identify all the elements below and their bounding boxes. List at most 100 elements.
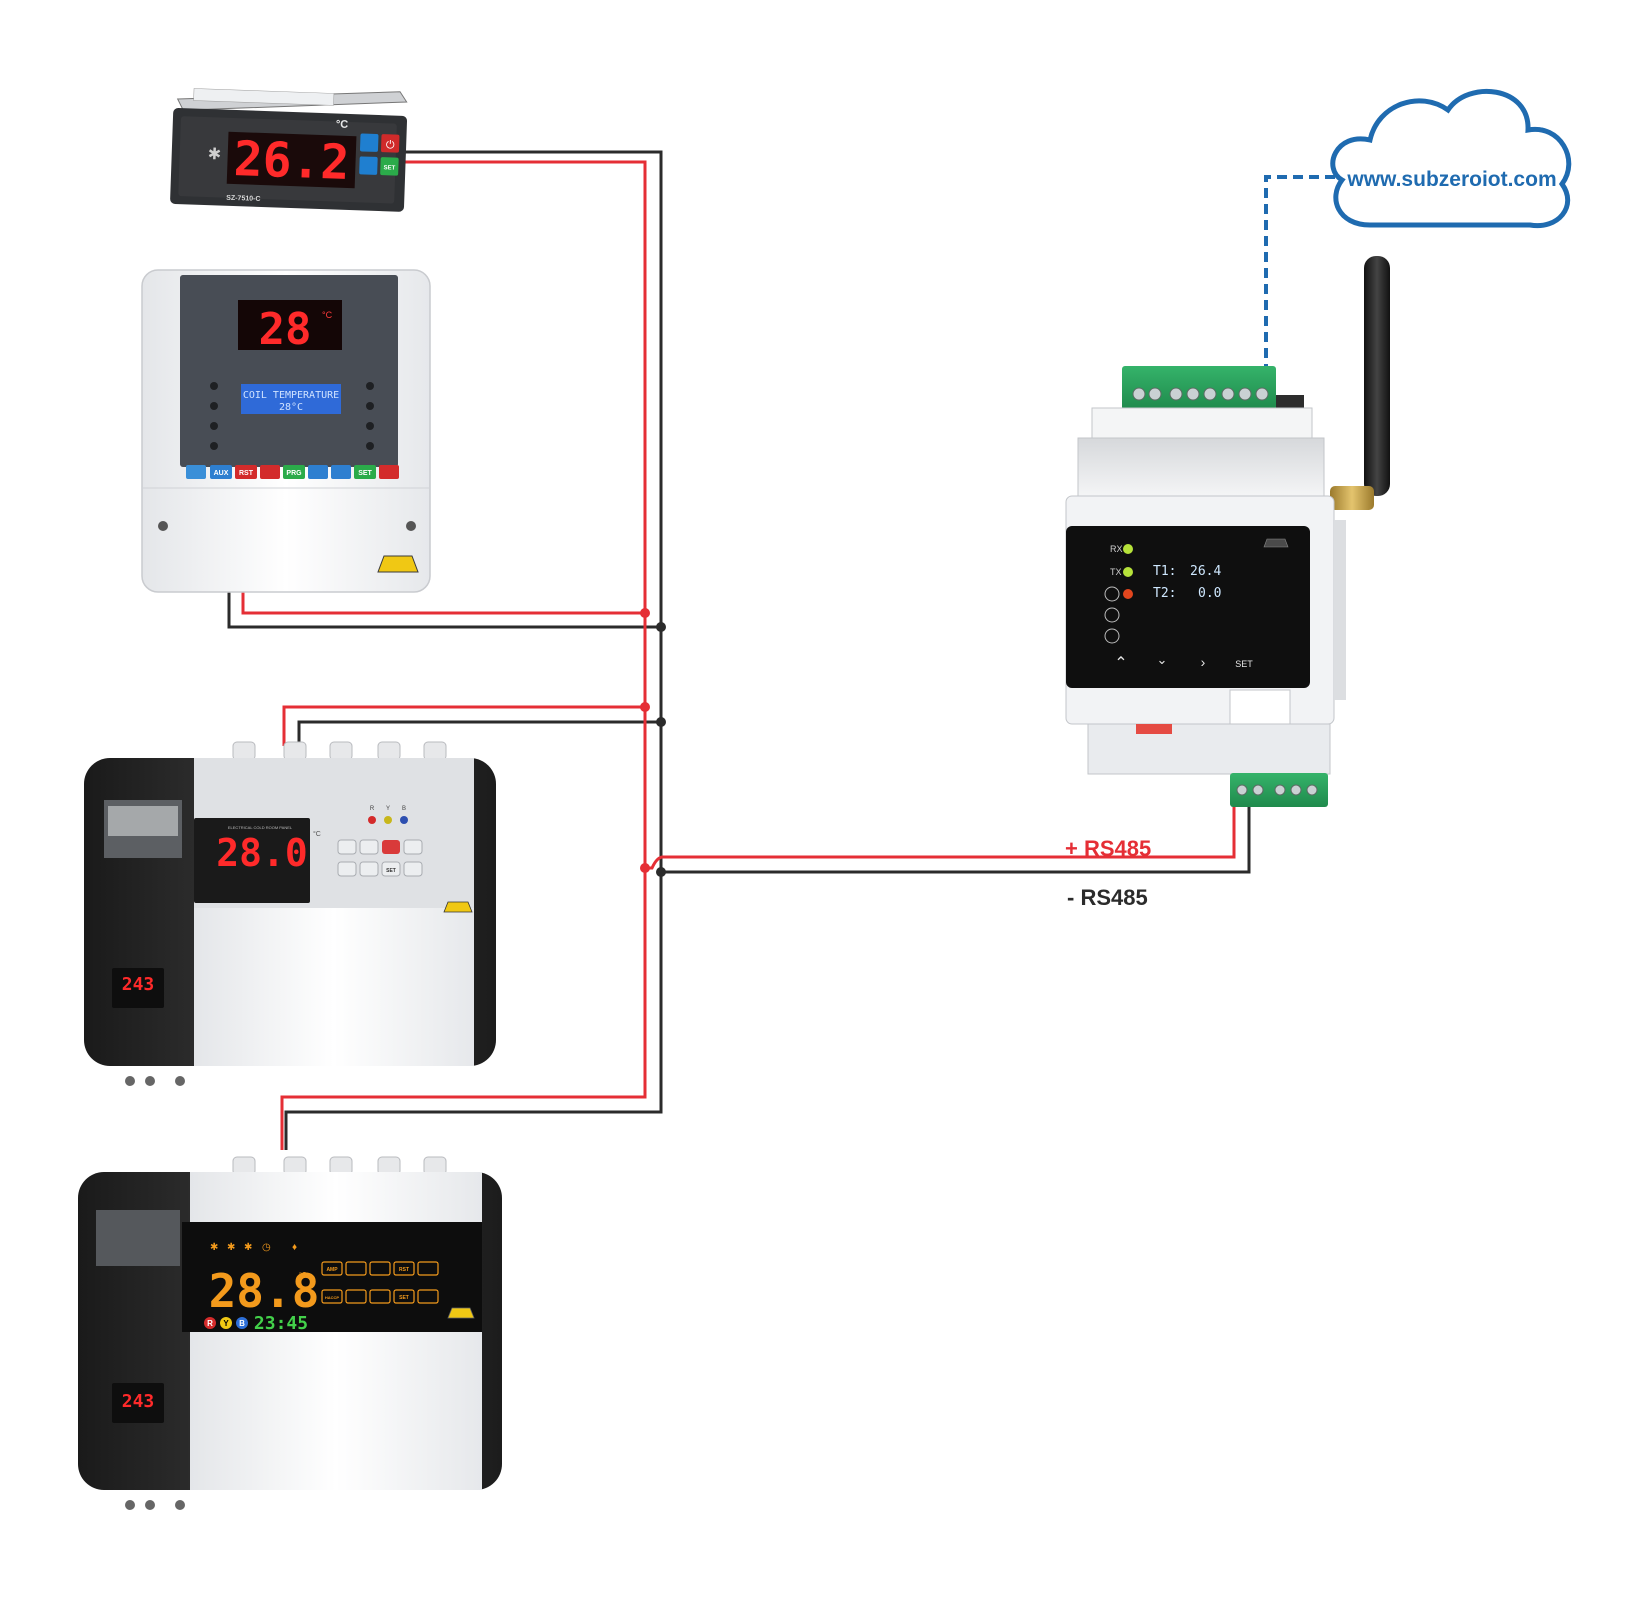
- defrost-button[interactable]: [260, 465, 280, 479]
- antenna-connector: [1330, 486, 1374, 510]
- cloud-icon: [1330, 88, 1572, 229]
- junction-dots: [640, 608, 666, 877]
- phase-b-label: B: [239, 1319, 245, 1328]
- svg-text:Y: Y: [386, 806, 390, 812]
- controller-small-model: SZ-7510-C: [226, 195, 260, 203]
- power-button[interactable]: [379, 465, 399, 479]
- set-button[interactable]: [380, 157, 399, 176]
- panel-grey-header: ELECTRICAL COLD ROOM PANEL: [228, 825, 293, 830]
- power-icon: ⏻: [386, 139, 395, 151]
- down-arrow-icon[interactable]: ⌄: [1157, 652, 1168, 667]
- status-icons: ✱✱✱◷♦: [210, 1242, 297, 1253]
- screw-right: [406, 521, 416, 531]
- settings-icon: [1104, 628, 1120, 644]
- antenna: [1364, 256, 1390, 496]
- svg-text:✱: ✱: [210, 1242, 218, 1253]
- fan-button[interactable]: [403, 839, 423, 855]
- panel-black-display: 28.8: [209, 1264, 320, 1318]
- t1-label: T1:: [1153, 564, 1176, 579]
- defrost-button[interactable]: [337, 861, 357, 877]
- svg-text:B: B: [402, 806, 406, 812]
- negative-rs485-label: - RS485: [1067, 885, 1148, 910]
- panel-black-unit: °C: [299, 1271, 307, 1279]
- cloud-status-led: [1123, 589, 1133, 599]
- cloud[interactable]: www.subzeroiot.com: [1330, 88, 1572, 229]
- panel-black-meter: 243: [122, 1391, 155, 1412]
- t2-label: T2:: [1153, 586, 1176, 601]
- brand-logo: [447, 1307, 475, 1319]
- t2-value: 0.0: [1198, 586, 1221, 601]
- down-button[interactable]: [359, 861, 379, 877]
- panel-grey: ELECTRICAL COLD ROOM PANEL 28.0 °C R Y B…: [84, 741, 496, 1086]
- tx-label: TX: [1110, 567, 1122, 577]
- panel-grey-meter: 243: [122, 974, 155, 995]
- set-button-label: SET: [399, 1295, 409, 1301]
- up-button[interactable]: [359, 133, 379, 152]
- panel-grey-unit: °C: [313, 830, 321, 838]
- controller-wall-unit: °C: [322, 310, 333, 320]
- down-button[interactable]: [369, 1289, 391, 1304]
- power-button[interactable]: [382, 840, 400, 854]
- cloud-link-dashed: [1264, 175, 1336, 390]
- t1-value: 26.4: [1190, 564, 1221, 579]
- negative-wire: [227, 150, 1251, 1150]
- rst-button[interactable]: [393, 1261, 415, 1276]
- bulb-button[interactable]: [403, 861, 423, 877]
- amp-button[interactable]: [321, 1261, 343, 1276]
- rx-led: [1123, 544, 1133, 554]
- down-button[interactable]: [359, 156, 378, 175]
- panel-black-clock: 23:45: [254, 1313, 308, 1334]
- haccp-button[interactable]: [321, 1289, 343, 1304]
- light-button[interactable]: [337, 839, 357, 855]
- fan-button[interactable]: [345, 1289, 367, 1304]
- prg-button[interactable]: [283, 465, 305, 479]
- brand-logo: [443, 901, 473, 913]
- gateway-set-button[interactable]: SET: [1235, 659, 1253, 669]
- gateway-display-panel: [1066, 526, 1310, 688]
- tx-led: [1123, 567, 1133, 577]
- cloud-status-icon: [1104, 586, 1120, 602]
- screw-left: [158, 521, 168, 531]
- rst-button[interactable]: [235, 465, 257, 479]
- phase-r-label: R: [207, 1319, 213, 1328]
- rst-button-label: RST: [399, 1267, 409, 1273]
- set-button[interactable]: [393, 1289, 415, 1304]
- controller-small-display: 26.2: [233, 131, 350, 191]
- svg-text:✱: ✱: [244, 1242, 252, 1253]
- panel-black: ✱✱✱◷♦ 28.8 °C R Y B 23:45 AMP RST HACCP …: [78, 1156, 502, 1510]
- brand-logo: [1263, 538, 1289, 548]
- right-arrow-icon[interactable]: ›: [1201, 654, 1206, 670]
- svg-text:♦: ♦: [292, 1242, 297, 1253]
- set-button[interactable]: [381, 861, 401, 877]
- up-button[interactable]: [359, 839, 379, 855]
- up-arrow-button[interactable]: [308, 465, 328, 479]
- power-button[interactable]: [380, 134, 400, 153]
- controller-small: ✱ 26.2 °C ⏻ SET SZ-7510-C: [170, 88, 408, 212]
- snowflake-icon: ✱: [207, 146, 221, 163]
- iot-gateway: RX TX T1: 26.4 T2: 0.0 ⌃ ⌄ › SET: [1065, 256, 1390, 807]
- fan-button[interactable]: [331, 465, 351, 479]
- haccp-button-label: HACCP: [325, 1295, 340, 1300]
- aux-button[interactable]: [210, 465, 232, 479]
- panel-grey-display: 28.0: [216, 831, 308, 875]
- defrost-button[interactable]: [345, 1261, 367, 1276]
- controller-wall: 28 °C COIL TEMPERATURE 28°C AUX RST PRG …: [141, 269, 431, 593]
- rs485-wiring: [227, 150, 1336, 1150]
- amp-button-label: AMP: [326, 1267, 338, 1273]
- aux-button-label: AUX: [214, 470, 229, 477]
- bulb-button[interactable]: [417, 1289, 439, 1304]
- cloud-url[interactable]: www.subzeroiot.com: [1346, 168, 1556, 191]
- set-button[interactable]: [354, 465, 376, 479]
- up-arrow-icon[interactable]: ⌃: [1114, 655, 1127, 672]
- power-button[interactable]: [417, 1261, 439, 1276]
- light-button[interactable]: [186, 465, 206, 479]
- prg-button-label: PRG: [286, 470, 302, 477]
- set-button-label: SET: [386, 868, 396, 874]
- up-button[interactable]: [369, 1261, 391, 1276]
- brand-logo: [377, 555, 419, 573]
- rst-button-label: RST: [239, 470, 254, 477]
- phase-leds: R Y B: [368, 806, 408, 824]
- controller-small-unit: °C: [336, 119, 349, 131]
- set-button-label: SET: [358, 470, 372, 477]
